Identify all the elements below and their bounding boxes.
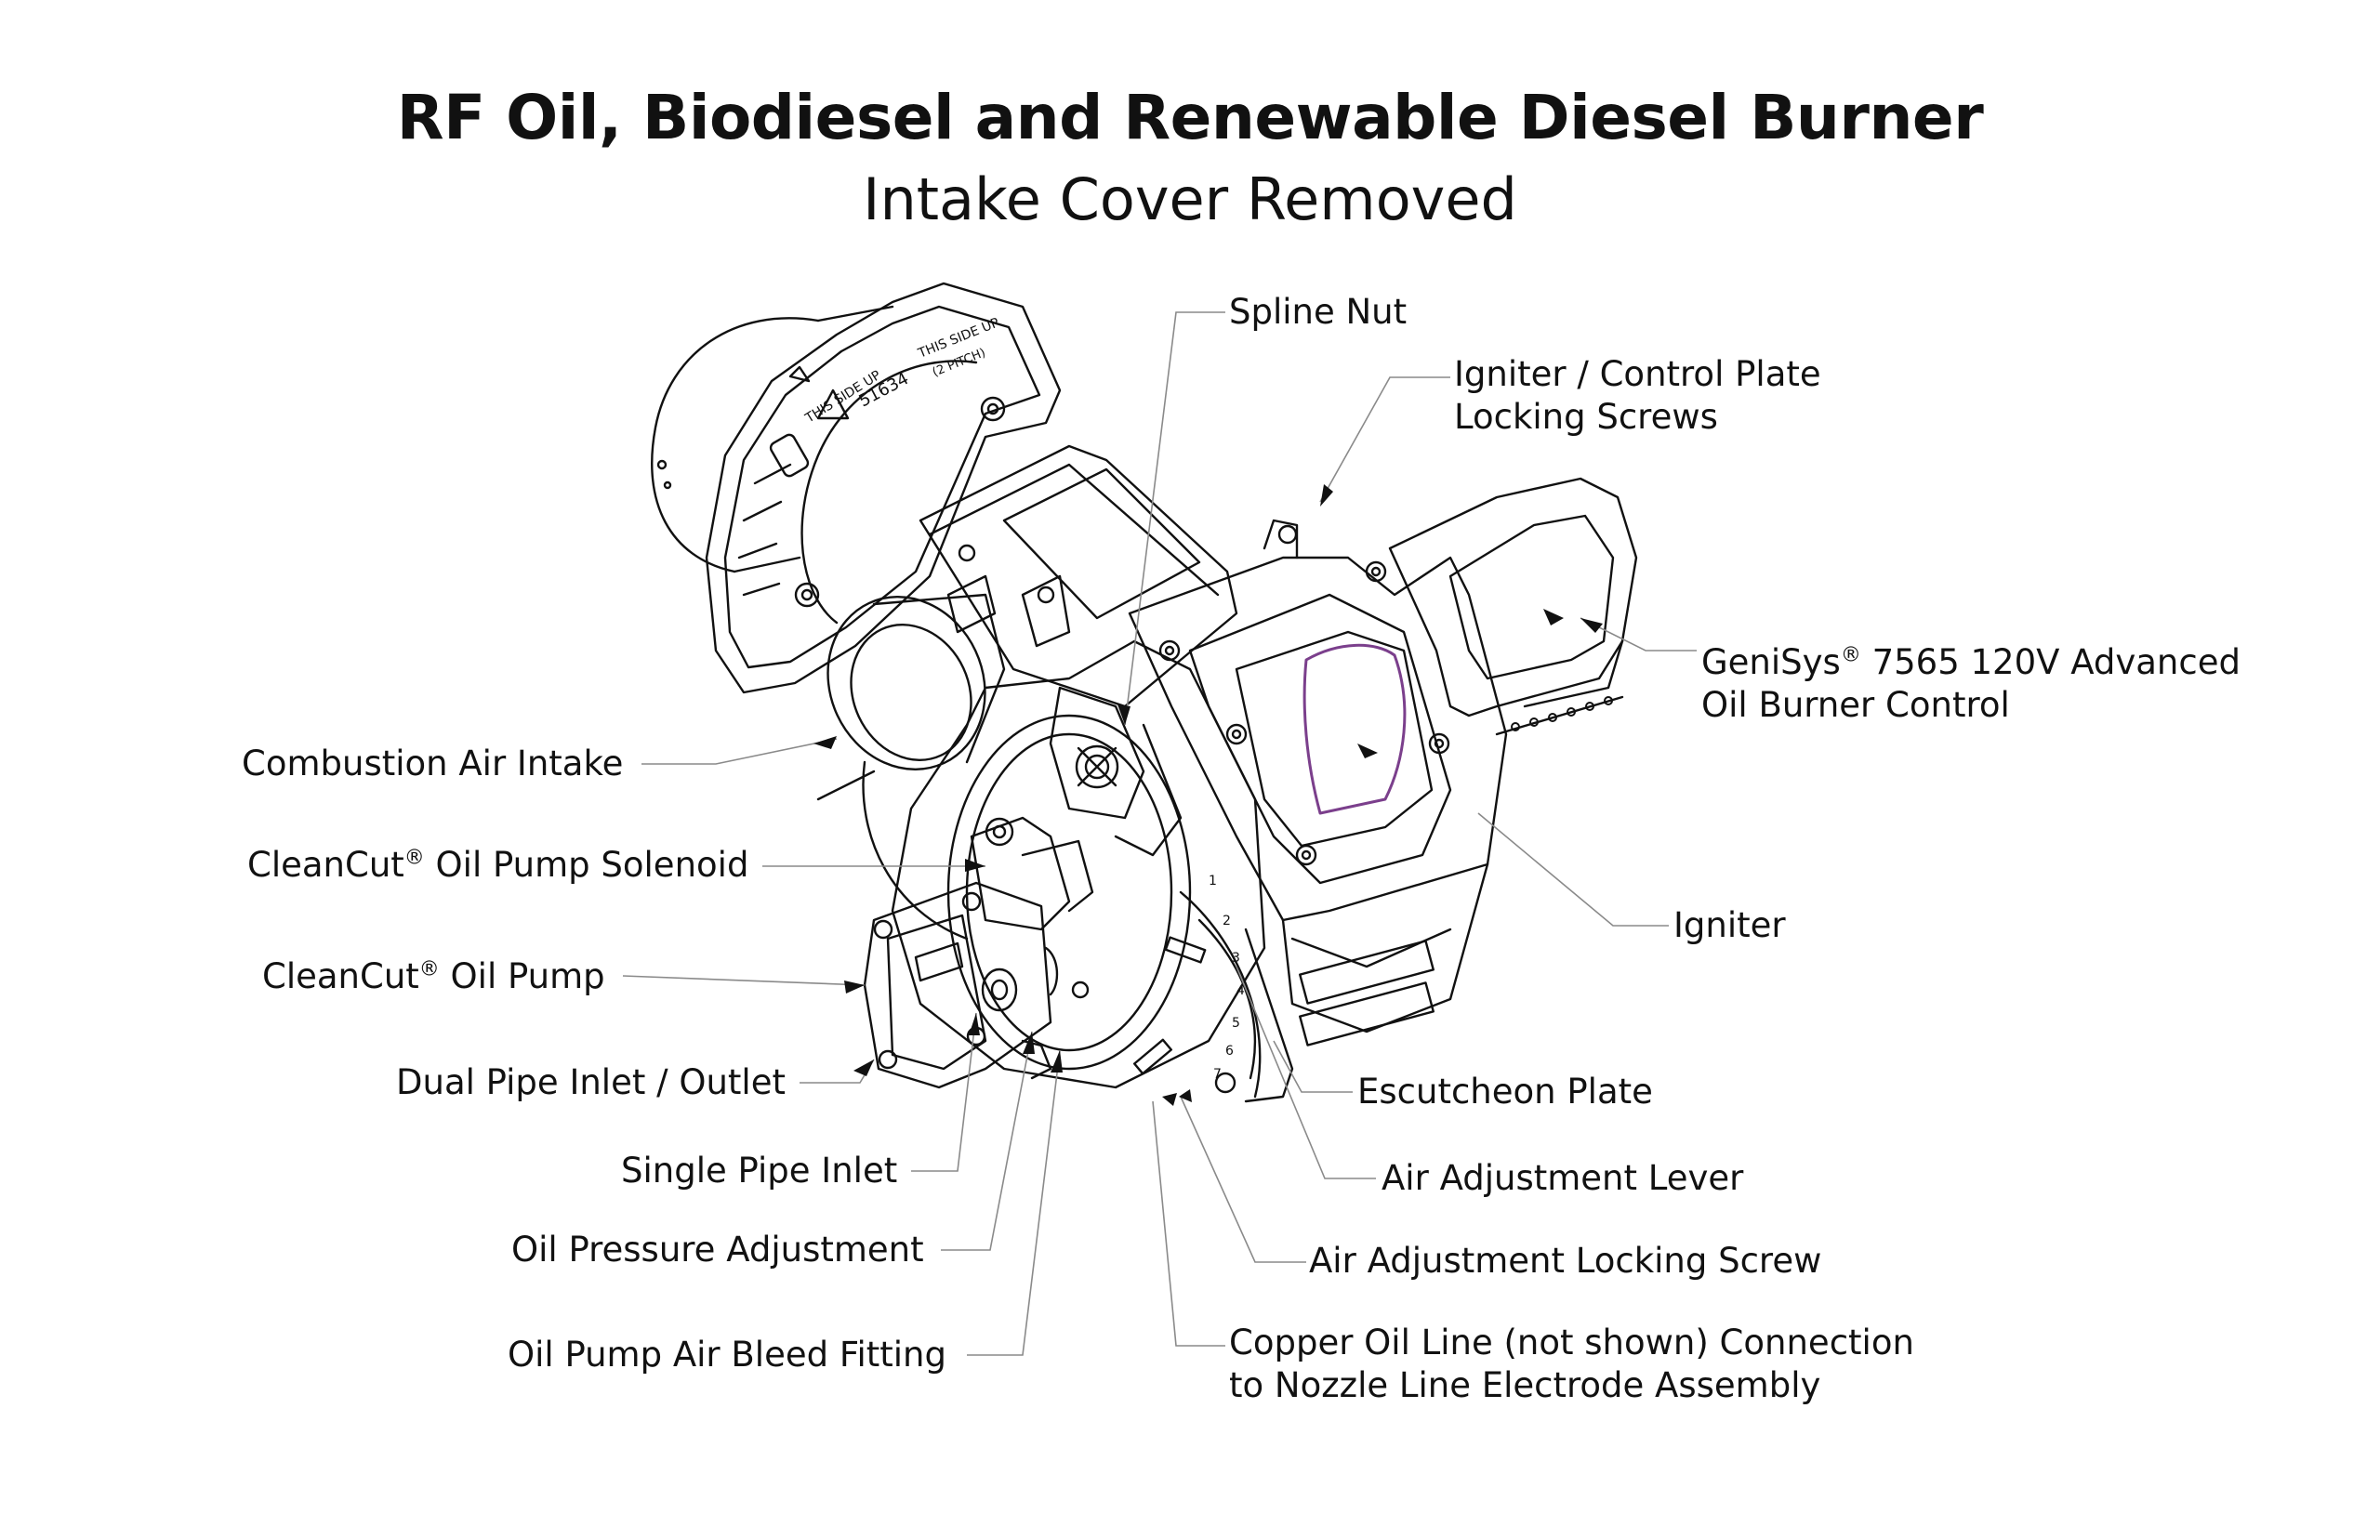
label-air-lever-text: Air Adjustment Lever [1382, 1158, 1744, 1198]
spline-nut-assembly [1049, 686, 1183, 857]
label-single-pipe-text: Single Pipe Inlet [621, 1151, 898, 1191]
diagram-subtitle: Intake Cover Removed [863, 165, 1517, 233]
label-dual-pipe-text: Dual Pipe Inlet / Outlet [396, 1062, 786, 1102]
label-copper-line-1: Copper Oil Line (not shown) Connection [1229, 1323, 1914, 1362]
combustion-air-intake [826, 593, 1006, 771]
label-escutcheon-text: Escutcheon Plate [1357, 1072, 1653, 1112]
genisys-name: GeniSys [1701, 642, 1841, 682]
label-igniter-text: Igniter [1673, 905, 1786, 945]
housing-top [919, 444, 1238, 708]
solenoid-brand: CleanCut [247, 845, 404, 885]
dial-number: 5 [1232, 1016, 1240, 1031]
label-oil-pump-solenoid: CleanCut® Oil Pump Solenoid [247, 844, 748, 887]
label-single-pipe: Single Pipe Inlet [621, 1150, 897, 1192]
label-spline-nut: Spline Nut [1229, 291, 1407, 334]
genisys-control [1388, 477, 1638, 736]
label-air-adjustment-lever: Air Adjustment Lever [1382, 1157, 1743, 1200]
housing-body [816, 639, 1266, 1089]
genisys-model: 7565 120V Advanced [1860, 642, 2241, 682]
label-air-bleed-text: Oil Pump Air Bleed Fitting [508, 1335, 946, 1375]
registered-mark: ® [418, 957, 440, 981]
pump-name: Oil Pump [439, 956, 605, 996]
label-igniter-locking-line-1: Igniter / Control Plate [1454, 354, 1821, 394]
solenoid-name: Oil Pump Solenoid [424, 845, 749, 885]
label-combustion-air-intake-text: Combustion Air Intake [242, 744, 624, 783]
label-oil-pressure: Oil Pressure Adjustment [511, 1229, 924, 1271]
pump-brand: CleanCut [262, 956, 419, 996]
mounting-flange [705, 282, 1062, 694]
registered-mark: ® [403, 846, 425, 870]
label-igniter: Igniter [1673, 904, 1786, 947]
dial-number: 3 [1232, 951, 1240, 966]
label-combustion-air-intake: Combustion Air Intake [242, 743, 623, 785]
label-copper-oil-line: Copper Oil Line (not shown) Connection t… [1229, 1322, 1914, 1407]
label-air-locking-screw: Air Adjustment Locking Screw [1309, 1240, 1821, 1283]
label-escutcheon-plate: Escutcheon Plate [1357, 1071, 1653, 1113]
dial-number: 2 [1223, 914, 1231, 928]
registered-mark: ® [1840, 643, 1861, 667]
dial-number: 7 [1213, 1067, 1222, 1082]
dial-number: 4 [1236, 983, 1245, 998]
igniter-box [1128, 519, 1508, 1046]
label-igniter-locking-screws: Igniter / Control Plate Locking Screws [1454, 353, 1821, 439]
diagram-title: RF Oil, Biodiesel and Renewable Diesel B… [396, 82, 1984, 153]
arrow-heads [813, 484, 1603, 1106]
label-genisys-control: GeniSys® 7565 120V Advanced Oil Burner C… [1701, 641, 2241, 727]
air-adjustment-dial [1132, 890, 1262, 1099]
label-dual-pipe: Dual Pipe Inlet / Outlet [396, 1061, 786, 1104]
dial-number: 6 [1225, 1044, 1234, 1059]
dial-numbers: 1 2 3 4 5 6 7 [1209, 874, 1245, 1082]
label-spline-nut-text: Spline Nut [1229, 292, 1408, 332]
label-genisys-line-2: Oil Burner Control [1701, 685, 2010, 725]
flange-text-2: THIS SIDE UP [916, 315, 1002, 362]
label-air-bleed: Oil Pump Air Bleed Fitting [508, 1334, 946, 1376]
label-air-locking-screw-text: Air Adjustment Locking Screw [1309, 1241, 1822, 1281]
igniter-window [1302, 643, 1407, 815]
label-oil-pump: CleanCut® Oil Pump [262, 955, 605, 998]
label-igniter-locking-line-2: Locking Screws [1454, 397, 1718, 437]
oil-pump-assembly [863, 816, 1094, 1089]
label-copper-line-2: to Nozzle Line Electrode Assembly [1229, 1365, 1821, 1405]
leader-lines [622, 311, 1697, 1356]
dial-number: 1 [1209, 874, 1217, 888]
air-tube [651, 305, 894, 573]
label-genisys-line-1: GeniSys® 7565 120V Advanced [1701, 641, 2241, 684]
label-oil-pressure-text: Oil Pressure Adjustment [511, 1230, 924, 1270]
